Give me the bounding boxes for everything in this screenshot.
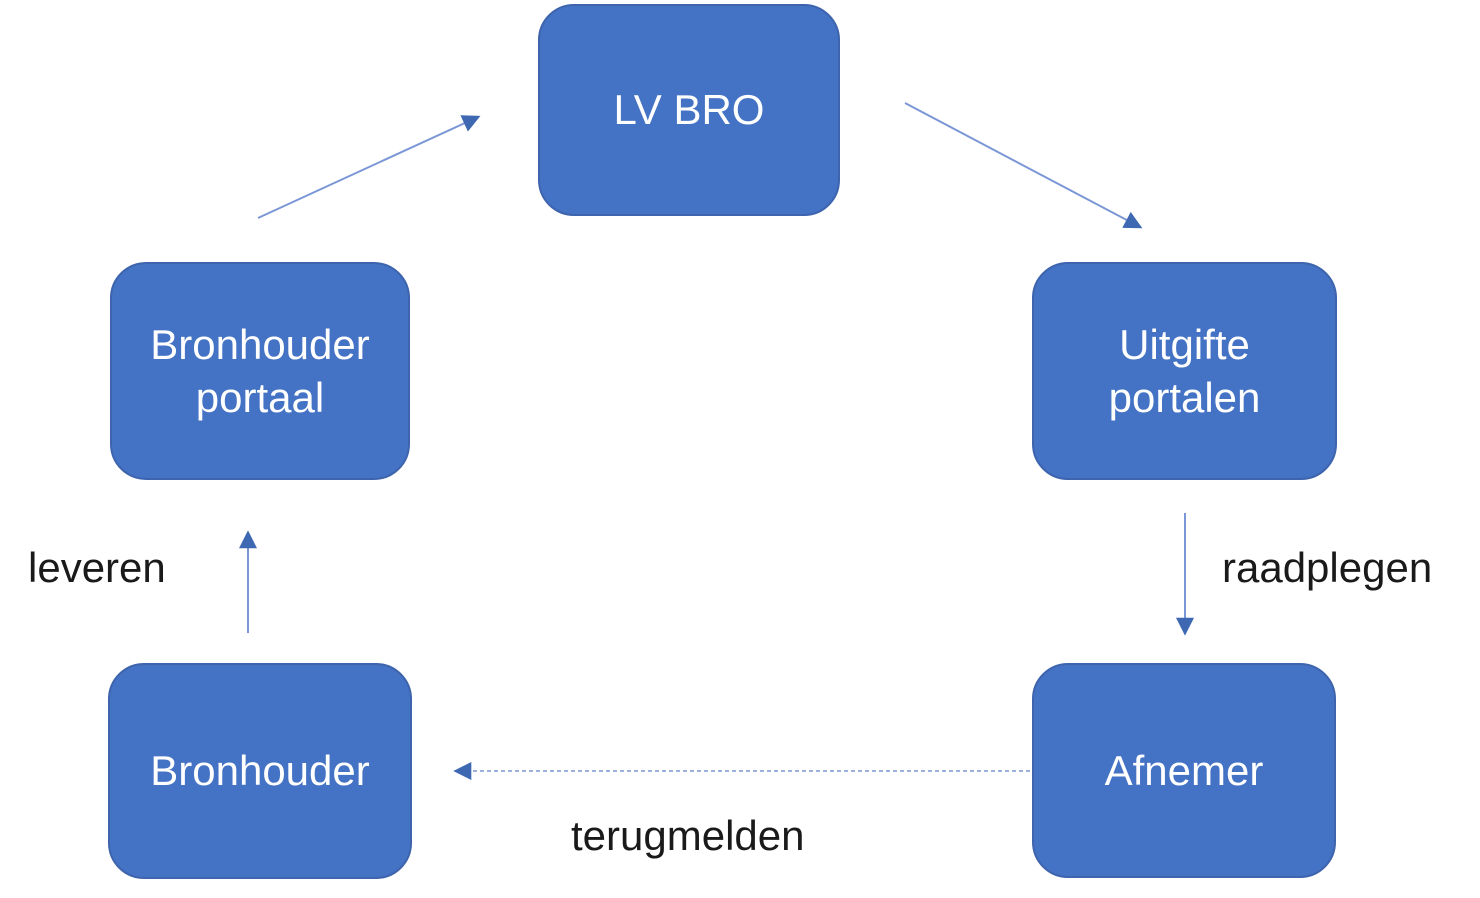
node-bronhouder-portaal-label: Bronhouder portaal [150, 320, 370, 421]
node-bronhouder: Bronhouder [108, 663, 412, 879]
node-lv-bro-label: LV BRO [613, 86, 765, 134]
node-bronhouder-portaal: Bronhouder portaal [110, 262, 410, 480]
node-afnemer-label: Afnemer [1104, 746, 1264, 794]
edge-portaal-to-lvbro-arrow [257, 115, 481, 219]
node-afnemer: Afnemer [1032, 663, 1336, 878]
edge-label-leveren: leveren [28, 544, 166, 591]
node-lv-bro: LV BRO [538, 4, 840, 216]
edge-label-raadplegen: raadplegen [1222, 544, 1433, 591]
edge-lvbro-to-uitgifte-arrow [904, 102, 1143, 229]
node-bronhouder-label: Bronhouder [150, 747, 370, 795]
node-uitgifte-portalen: Uitgifte portalen [1032, 262, 1337, 480]
node-uitgifte-portalen-label: Uitgifte portalen [1108, 320, 1261, 421]
edge-label-terugmelden: terugmelden [571, 812, 805, 859]
